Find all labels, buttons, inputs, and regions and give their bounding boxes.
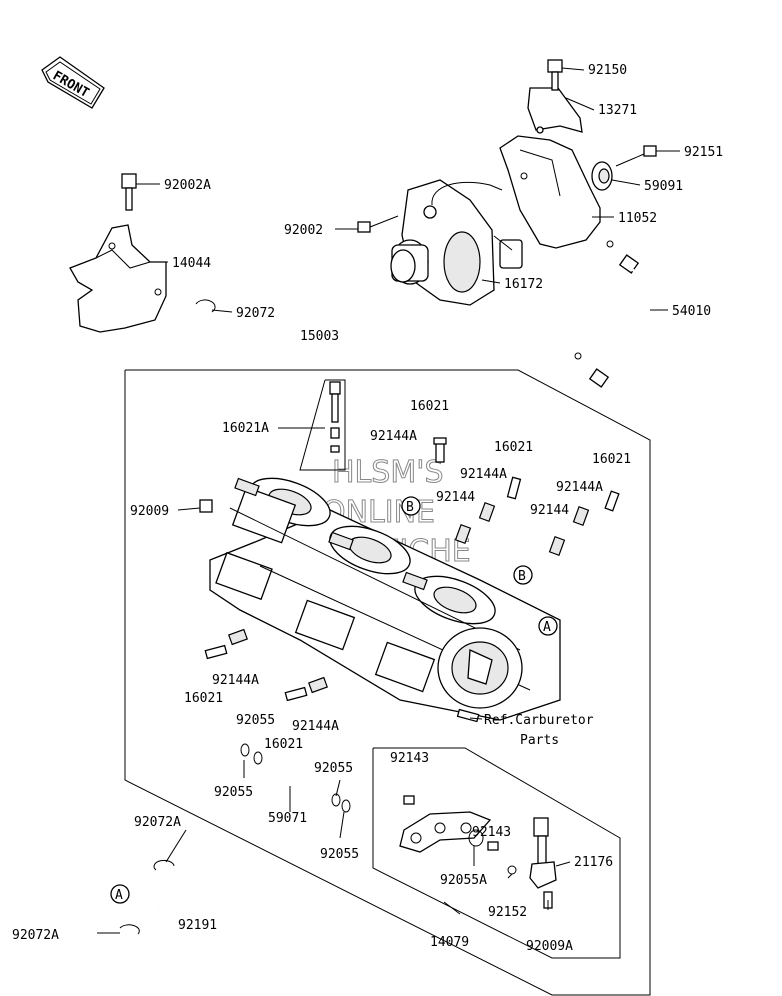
label-92144A-d: 92144A (212, 673, 259, 688)
plate-13271 (527, 87, 583, 134)
label-14079: 14079 (430, 935, 469, 950)
svg-text:B: B (406, 500, 414, 515)
label-92002A: 92002A (164, 178, 211, 193)
label-92072: 92072 (236, 306, 275, 321)
bolt-92002A (121, 173, 137, 211)
label-92143-a: 92143 (390, 751, 429, 766)
fitting-21176 (507, 817, 557, 909)
callout-a-right: A (538, 616, 558, 636)
label-13271: 13271 (598, 103, 637, 118)
label-92151: 92151 (684, 145, 723, 160)
label-54010: 54010 (672, 304, 711, 319)
label-92009: 92009 (130, 504, 169, 519)
label-92144A-a: 92144A (370, 429, 417, 444)
label-92144A-e: 92144A (292, 719, 339, 734)
svg-text:B: B (518, 569, 526, 584)
svg-text:A: A (115, 888, 123, 903)
callout-b-upper: B (401, 496, 421, 516)
springs-92144 (228, 502, 590, 694)
svg-text:A: A (543, 620, 551, 635)
label-15003: 15003 (300, 329, 339, 344)
label-16021-c: 16021 (592, 452, 631, 467)
label-16021-e: 16021 (264, 737, 303, 752)
label-92002: 92002 (284, 223, 323, 238)
label-92191: 92191 (178, 918, 217, 933)
bolt-92150 (547, 59, 563, 91)
throttle-sensor-16172 (390, 179, 523, 306)
label-92144-a: 92144 (436, 490, 475, 505)
label-92055-b: 92055 (214, 785, 253, 800)
bolt-92002 (357, 215, 399, 233)
bracket-11052 (499, 135, 601, 249)
label-92055-d: 92055 (320, 847, 359, 862)
bracket-14044 (69, 224, 167, 333)
leader-lines (97, 67, 680, 934)
label-92009A: 92009A (526, 939, 573, 954)
callout-a-hose: A (110, 884, 130, 904)
hose-92191 (119, 859, 228, 935)
label-16021A: 16021A (222, 421, 269, 436)
grommet-59091 (591, 161, 613, 191)
holder-plate-14079 (399, 795, 499, 853)
label-16021-a: 16021 (410, 399, 449, 414)
label-92072A-a: 92072A (134, 815, 181, 830)
group-outline-14079 (372, 747, 621, 959)
label-92055A: 92055A (440, 873, 487, 888)
front-arrow: FRONT (41, 56, 105, 109)
label-92152: 92152 (488, 905, 527, 920)
watermark-line-1: HLSM'S (332, 455, 444, 490)
label-92144-b: 92144 (530, 503, 569, 518)
label-16021-d: 16021 (184, 691, 223, 706)
label-92055-c: 92055 (314, 761, 353, 776)
label-59091: 59091 (644, 179, 683, 194)
label-ref-2: Parts (520, 733, 559, 748)
bolt-92151 (615, 145, 657, 167)
label-92055-a: 92055 (236, 713, 275, 728)
clip-92072 (195, 299, 216, 313)
label-92143-b: 92143 (472, 825, 511, 840)
screws-16021 (204, 437, 620, 702)
callout-b-lower: B (513, 565, 533, 585)
part-labels: 92150 13271 92151 59091 92002A 11052 920… (12, 63, 723, 954)
label-59071: 59071 (268, 811, 307, 826)
label-16021-b: 16021 (494, 440, 533, 455)
cable-54010 (574, 240, 668, 405)
label-92144A-b: 92144A (460, 467, 507, 482)
label-92072A-b: 92072A (12, 928, 59, 943)
label-92144A-c: 92144A (556, 480, 603, 495)
label-ref-1: Ref.Carburetor (484, 713, 594, 728)
label-14044: 14044 (172, 256, 211, 271)
group-outline-15003 (124, 369, 651, 996)
label-16172: 16172 (504, 277, 543, 292)
screw-16021A (299, 379, 346, 471)
label-21176: 21176 (574, 855, 613, 870)
label-92150: 92150 (588, 63, 627, 78)
pipe-59071 (260, 759, 332, 799)
throttle-body-assembly (199, 477, 561, 723)
label-11052: 11052 (618, 211, 657, 226)
